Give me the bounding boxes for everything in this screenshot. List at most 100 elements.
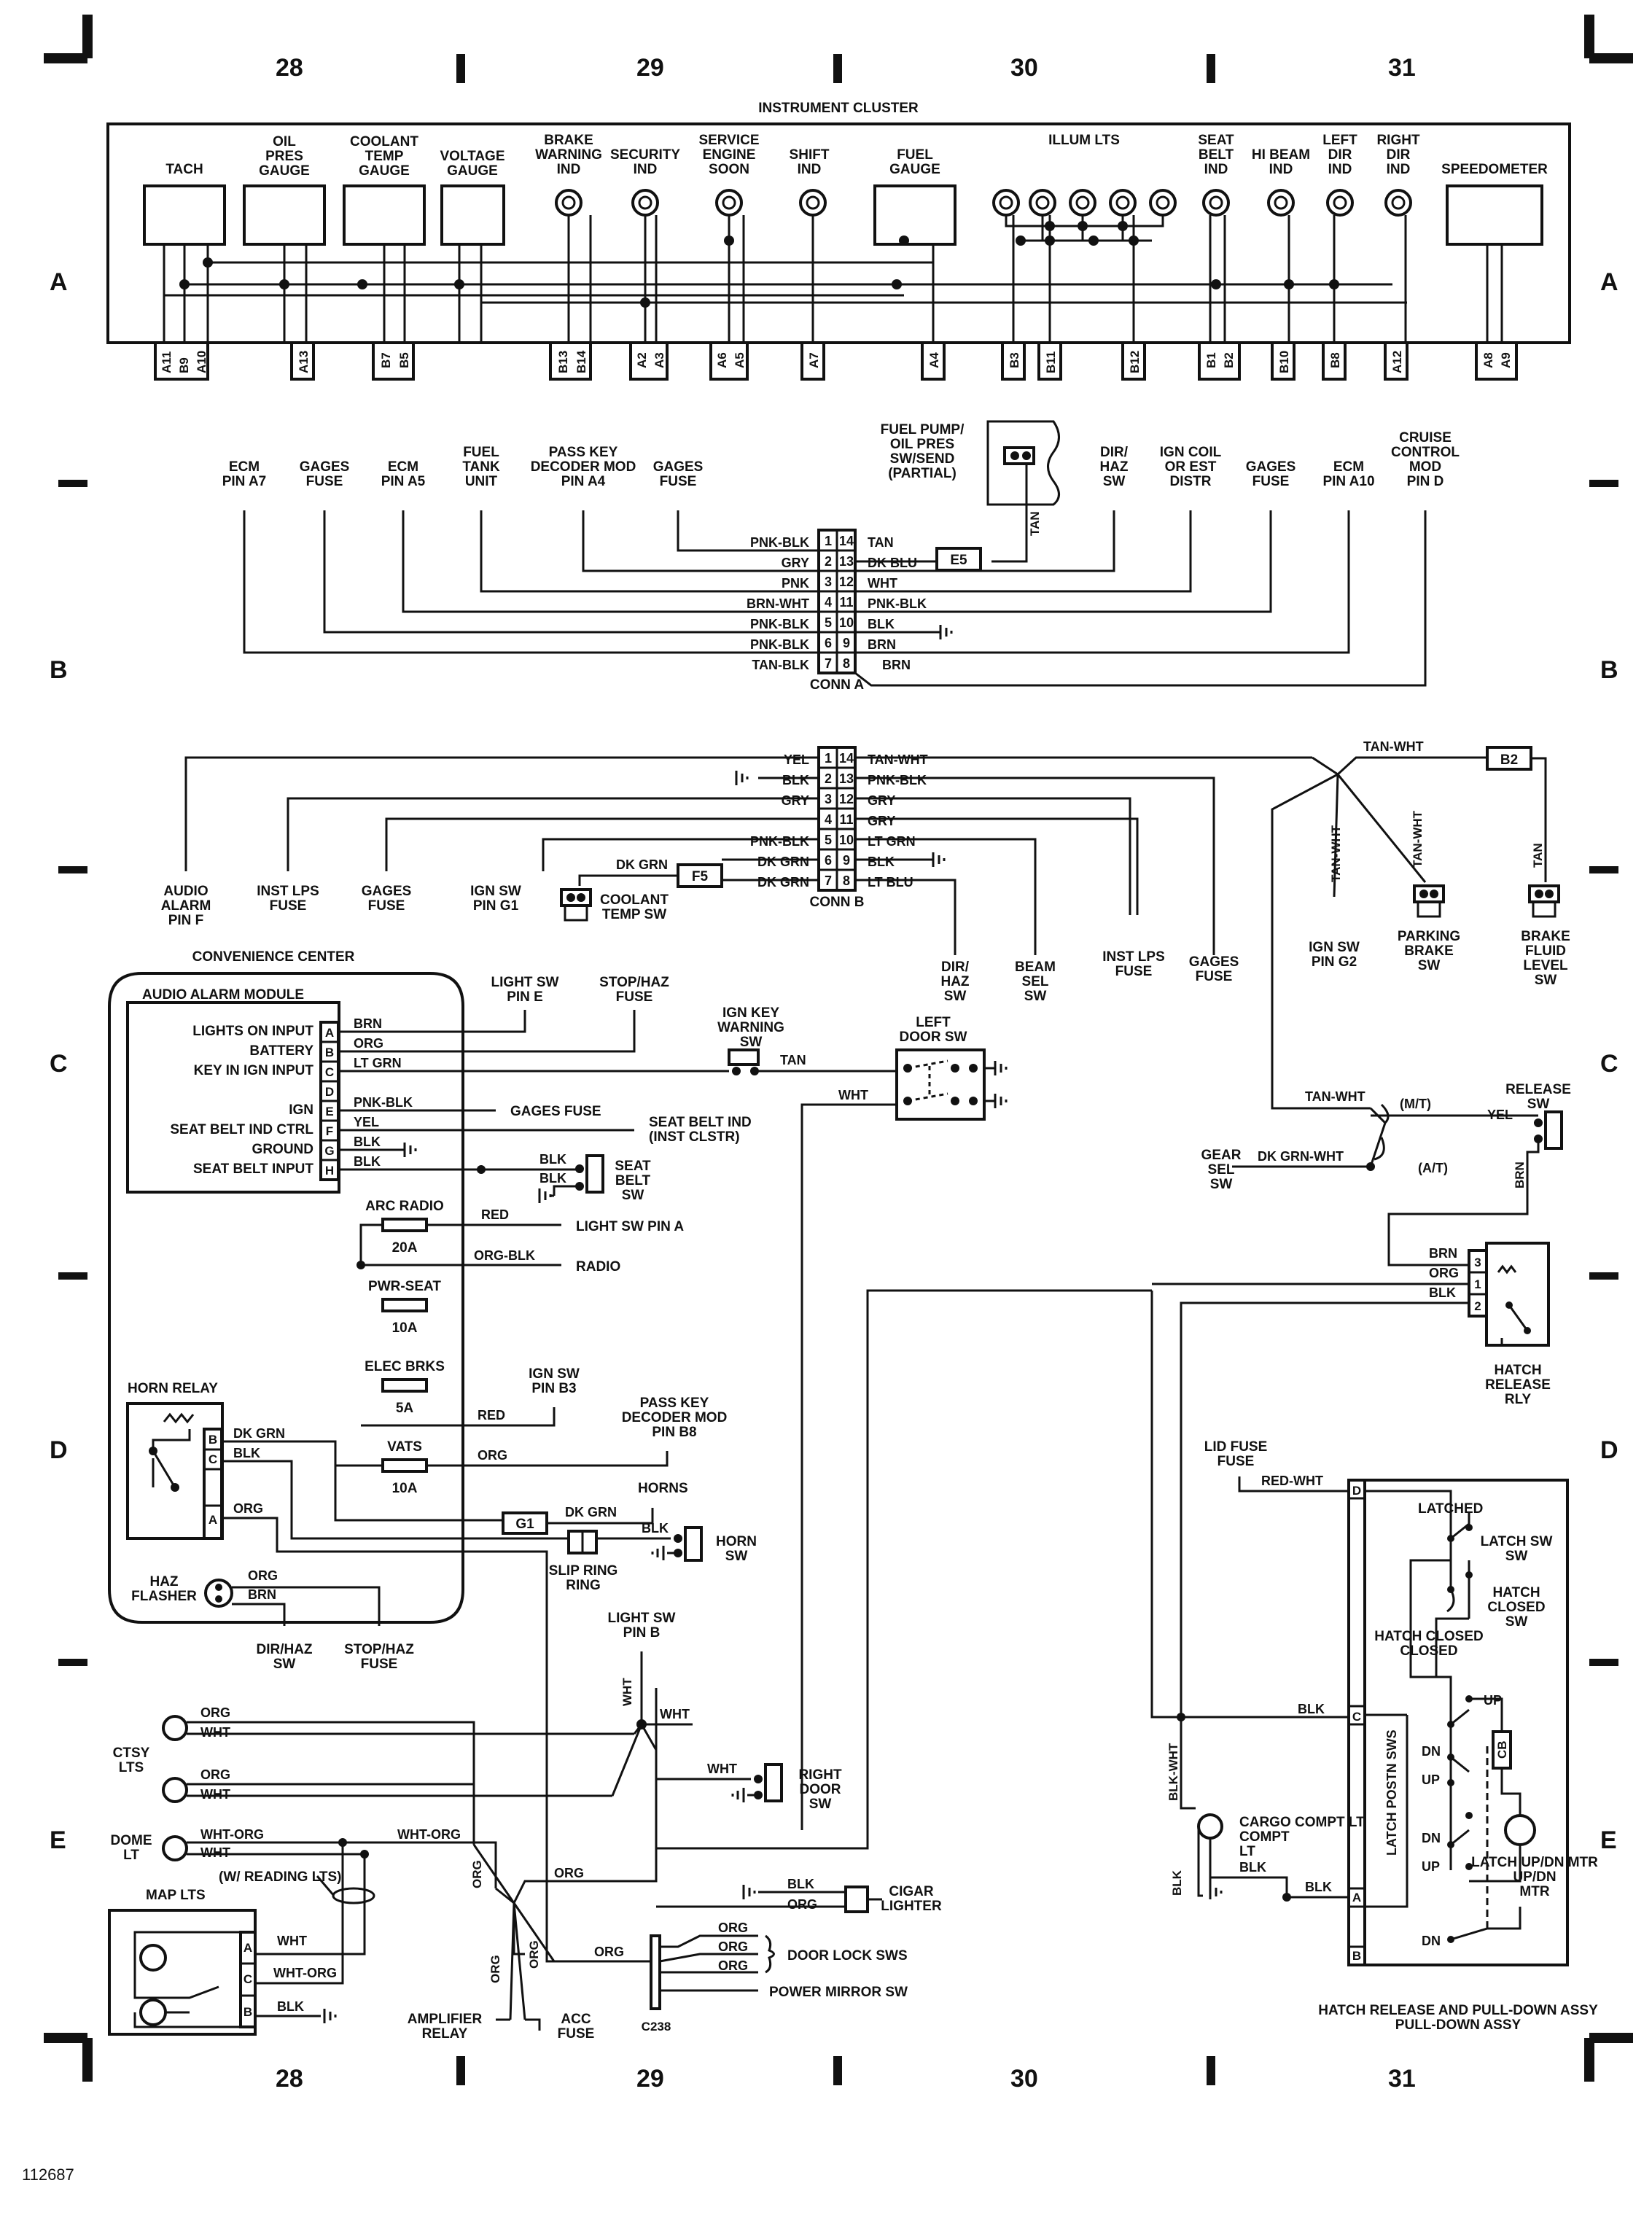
svg-text:FUSE: FUSE	[361, 1657, 398, 1672]
svg-text:WHT: WHT	[660, 1707, 690, 1721]
svg-text:SW: SW	[1103, 474, 1126, 489]
svg-text:LIGHT SW: LIGHT SW	[608, 1611, 676, 1626]
svg-text:WARNING: WARNING	[717, 1020, 784, 1035]
svg-text:1: 1	[1474, 1277, 1481, 1291]
map-lts	[108, 1909, 257, 2036]
svg-text:RING: RING	[566, 1578, 601, 1593]
svg-text:BLK: BLK	[277, 1999, 304, 2014]
svg-text:BLK: BLK	[1239, 1860, 1266, 1875]
svg-text:TAN: TAN	[868, 535, 894, 550]
svg-text:WHT-ORG: WHT-ORG	[397, 1827, 461, 1842]
svg-text:B5: B5	[397, 352, 411, 368]
svg-text:ORG: ORG	[488, 1955, 502, 1983]
svg-text:2: 2	[825, 554, 832, 569]
svg-text:8: 8	[843, 656, 850, 671]
svg-text:RED: RED	[481, 1207, 509, 1222]
svg-text:RIGHT: RIGHT	[798, 1767, 842, 1783]
svg-text:HORN: HORN	[716, 1534, 757, 1549]
svg-text:BLK: BLK	[787, 1877, 814, 1891]
svg-text:CTSY: CTSY	[113, 1746, 150, 1761]
svg-text:B13: B13	[556, 351, 570, 373]
svg-text:DK GRN: DK GRN	[565, 1505, 617, 1519]
svg-text:PNK-BLK: PNK-BLK	[354, 1095, 413, 1110]
svg-text:YEL: YEL	[1487, 1108, 1513, 1122]
svg-text:DOOR: DOOR	[800, 1782, 841, 1797]
svg-text:PIN D: PIN D	[1407, 474, 1444, 489]
svg-text:B3: B3	[1008, 352, 1021, 368]
svg-text:LEVEL: LEVEL	[1523, 958, 1568, 973]
svg-text:B1: B1	[1204, 352, 1218, 368]
svg-text:BLK: BLK	[539, 1171, 566, 1186]
svg-text:WHT: WHT	[200, 1845, 230, 1860]
svg-text:PIN E: PIN E	[507, 989, 543, 1005]
svg-text:UP: UP	[1484, 1693, 1502, 1708]
ctsy-lt-2	[162, 1777, 188, 1803]
svg-text:DIR/: DIR/	[1100, 445, 1129, 460]
svg-text:SW: SW	[740, 1035, 763, 1050]
convenience-center: CONVENIENCE CENTER AUDIO ALARM MODULE LI…	[108, 949, 1008, 1963]
svg-text:(PARTIAL): (PARTIAL)	[888, 466, 956, 481]
haz-flasher	[204, 1579, 233, 1608]
svg-text:PASS KEY: PASS KEY	[549, 445, 618, 460]
coolant-temp-sw	[560, 888, 592, 922]
svg-text:H: H	[325, 1164, 334, 1178]
svg-text:AUDIO: AUDIO	[163, 884, 208, 899]
svg-text:RED-WHT: RED-WHT	[1261, 1474, 1323, 1488]
row-label-a-right: A	[1600, 268, 1618, 296]
svg-text:GROUND: GROUND	[252, 1142, 313, 1157]
svg-text:C: C	[325, 1065, 334, 1079]
svg-text:DISTR: DISTR	[1170, 474, 1212, 489]
svg-text:SEL: SEL	[1208, 1162, 1235, 1178]
svg-text:PIN A4: PIN A4	[561, 474, 606, 489]
svg-text:PASS KEY: PASS KEY	[640, 1396, 709, 1411]
svg-text:INST LPS: INST LPS	[1102, 949, 1165, 965]
svg-text:FUSE: FUSE	[616, 989, 653, 1005]
svg-text:SW: SW	[1505, 1614, 1528, 1630]
svg-text:14: 14	[839, 534, 854, 548]
brake-switch-section: B2 TAN-WHT TAN-WHT TAN-WHT TAN IGN SW PI…	[1271, 739, 1570, 1110]
horn-sw: HORN SW	[651, 1526, 757, 1564]
svg-text:PIN B8: PIN B8	[652, 1425, 696, 1440]
svg-text:SW: SW	[725, 1549, 748, 1564]
svg-text:SEAT BELT INPUT: SEAT BELT INPUT	[193, 1161, 313, 1177]
svg-text:WHT-ORG: WHT-ORG	[200, 1827, 264, 1842]
svg-text:LT GRN: LT GRN	[868, 834, 916, 849]
svg-text:A12: A12	[1390, 351, 1404, 373]
svg-text:HATCH CLOSED: HATCH CLOSED	[1374, 1629, 1484, 1644]
svg-text:ORG: ORG	[718, 1920, 748, 1935]
fuel-label-2: GAUGE	[889, 162, 940, 177]
coolant-temp-gauge	[343, 184, 426, 246]
svg-text:GRY: GRY	[868, 814, 895, 828]
svg-text:SW: SW	[1210, 1177, 1233, 1192]
svg-text:BELT: BELT	[615, 1173, 651, 1188]
svg-text:SEAT: SEAT	[615, 1159, 651, 1174]
cigar-lighter: BLK ORG CIGAR LIGHTER	[742, 1877, 942, 1914]
svg-text:GEAR: GEAR	[1201, 1148, 1242, 1163]
col-label-30-top: 30	[1010, 54, 1038, 82]
svg-text:PARKING: PARKING	[1398, 929, 1460, 944]
svg-text:LT: LT	[123, 1848, 139, 1863]
svg-text:10A: 10A	[392, 1481, 418, 1496]
svg-text:GAGES FUSE: GAGES FUSE	[510, 1104, 601, 1119]
svg-text:10: 10	[839, 833, 854, 847]
svg-text:2: 2	[1474, 1299, 1481, 1313]
svg-text:3: 3	[825, 575, 832, 589]
row-label-e-right: E	[1600, 1826, 1617, 1854]
svg-text:BLK-WHT: BLK-WHT	[1166, 1743, 1180, 1801]
svg-text:DIR/: DIR/	[941, 960, 970, 975]
svg-text:A9: A9	[1499, 352, 1513, 368]
svg-text:A13: A13	[297, 351, 311, 373]
svg-text:ORG: ORG	[718, 1958, 748, 1973]
svg-text:HORNS: HORNS	[638, 1481, 688, 1496]
svg-text:PULL-DOWN ASSY: PULL-DOWN ASSY	[1395, 2017, 1522, 2033]
tach-gauge	[143, 184, 226, 246]
left-door-sw	[875, 1048, 1008, 1121]
svg-text:BRN-WHT: BRN-WHT	[747, 596, 809, 611]
svg-text:B12: B12	[1128, 351, 1142, 373]
svg-text:TAN-WHT: TAN-WHT	[1411, 810, 1425, 868]
svg-text:B11: B11	[1044, 351, 1058, 373]
svg-text:BRN: BRN	[1429, 1246, 1457, 1261]
svg-text:TAN-WHT: TAN-WHT	[868, 752, 928, 767]
svg-text:G1: G1	[515, 1517, 534, 1532]
